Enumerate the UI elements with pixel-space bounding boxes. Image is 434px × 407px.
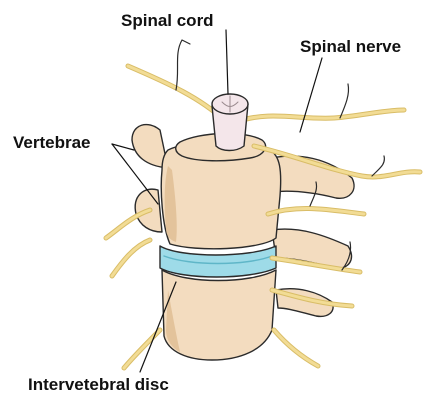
label-spinal-nerve: Spinal nerve	[300, 38, 401, 55]
label-vertebrae: Vertebrae	[13, 134, 91, 151]
spinal-cord	[212, 94, 248, 151]
intervertebral-disc	[160, 246, 276, 277]
vertebra-lower	[162, 270, 276, 360]
label-intervertebral-disc: Intervetebral disc	[28, 376, 169, 393]
label-spinal-cord: Spinal cord	[121, 12, 214, 29]
